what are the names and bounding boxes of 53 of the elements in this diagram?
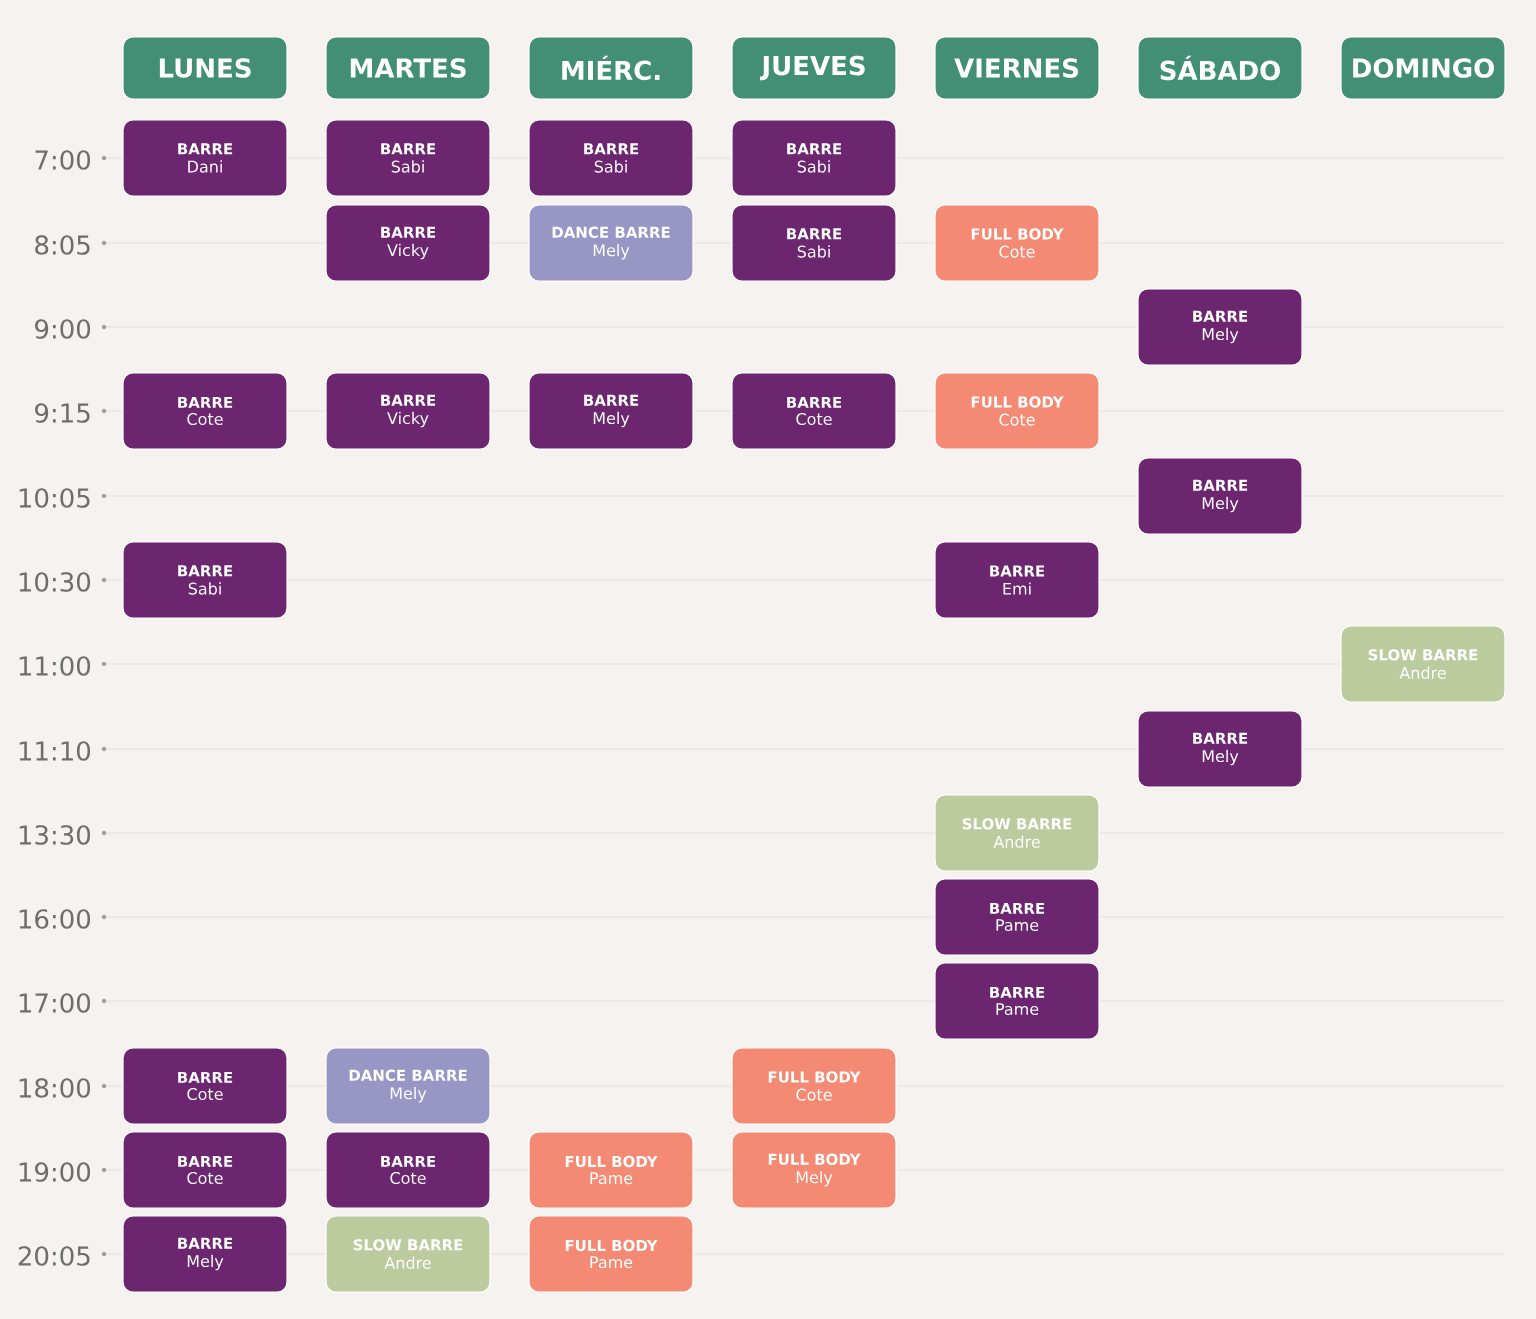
day-header: SÁBADO — [1137, 36, 1303, 100]
class-card: BARRE Vicky — [325, 204, 491, 282]
class-card: FULL BODY Cote — [731, 1047, 897, 1125]
class-card: FULL BODY Cote — [934, 204, 1100, 282]
day-header: JUEVES — [731, 36, 897, 100]
time-label: 13:30 — [19, 825, 91, 845]
class-card: BARRE Mely — [1137, 457, 1303, 535]
time-label: 19:00 — [19, 1162, 91, 1182]
time-label: 9:00 — [35, 319, 91, 339]
class-card: BARRE Vicky — [325, 372, 491, 450]
day-header: LUNES — [122, 36, 288, 100]
class-card: BARRE Sabi — [528, 119, 694, 197]
time-label: 18:00 — [19, 1078, 91, 1098]
time-label: 20:05 — [18, 1246, 90, 1266]
class-card: DANCE BARRE Mely — [325, 1047, 491, 1125]
class-card: BARRE Mely — [1137, 288, 1303, 366]
time-label: 11:00 — [19, 656, 91, 676]
class-card: FULL BODY Mely — [731, 1131, 897, 1209]
class-card: BARRE Mely — [1137, 710, 1303, 788]
class-card: BARRE Mely — [528, 372, 694, 450]
class-card: BARRE Cote — [731, 372, 897, 450]
time-label: 11:10 — [19, 741, 91, 761]
class-card: BARRE Sabi — [731, 204, 897, 282]
time-label: 8:05 — [35, 235, 90, 255]
class-card: SLOW BARRE Andre — [1340, 625, 1506, 703]
day-header: MIÉRC. — [528, 36, 694, 100]
class-card: BARRE Cote — [122, 372, 288, 450]
class-card: SLOW BARRE Andre — [325, 1215, 491, 1293]
class-card: SLOW BARRE Andre — [934, 794, 1100, 872]
class-card: BARRE Sabi — [325, 119, 491, 197]
class-card: FULL BODY Pame — [528, 1215, 694, 1293]
class-card: BARRE Cote — [325, 1131, 491, 1209]
time-label: 10:05 — [19, 488, 90, 508]
day-header: MARTES — [325, 36, 491, 100]
class-card: BARRE Mely — [122, 1215, 288, 1293]
class-card: BARRE Sabi — [122, 541, 288, 619]
class-card: BARRE Pame — [934, 962, 1100, 1040]
class-card: DANCE BARRE Mely — [528, 204, 694, 282]
day-header: DOMINGO — [1340, 36, 1506, 100]
class-card: BARRE Emi — [934, 541, 1100, 619]
class-card: BARRE Sabi — [731, 119, 897, 197]
class-card: BARRE Dani — [122, 119, 288, 197]
class-card: BARRE Cote — [122, 1047, 288, 1125]
class-card: FULL BODY Cote — [934, 372, 1100, 450]
time-label: 10:30 — [19, 572, 91, 592]
class-card: BARRE Pame — [934, 878, 1100, 956]
class-card: BARRE Cote — [122, 1131, 288, 1209]
time-label: 16:00 — [19, 909, 91, 929]
day-header: VIERNES — [934, 36, 1100, 100]
class-card: FULL BODY Pame — [528, 1131, 694, 1209]
time-label: 17:00 — [19, 993, 91, 1013]
time-label: 7:00 — [35, 150, 91, 170]
time-label: 9:15 — [35, 403, 90, 423]
